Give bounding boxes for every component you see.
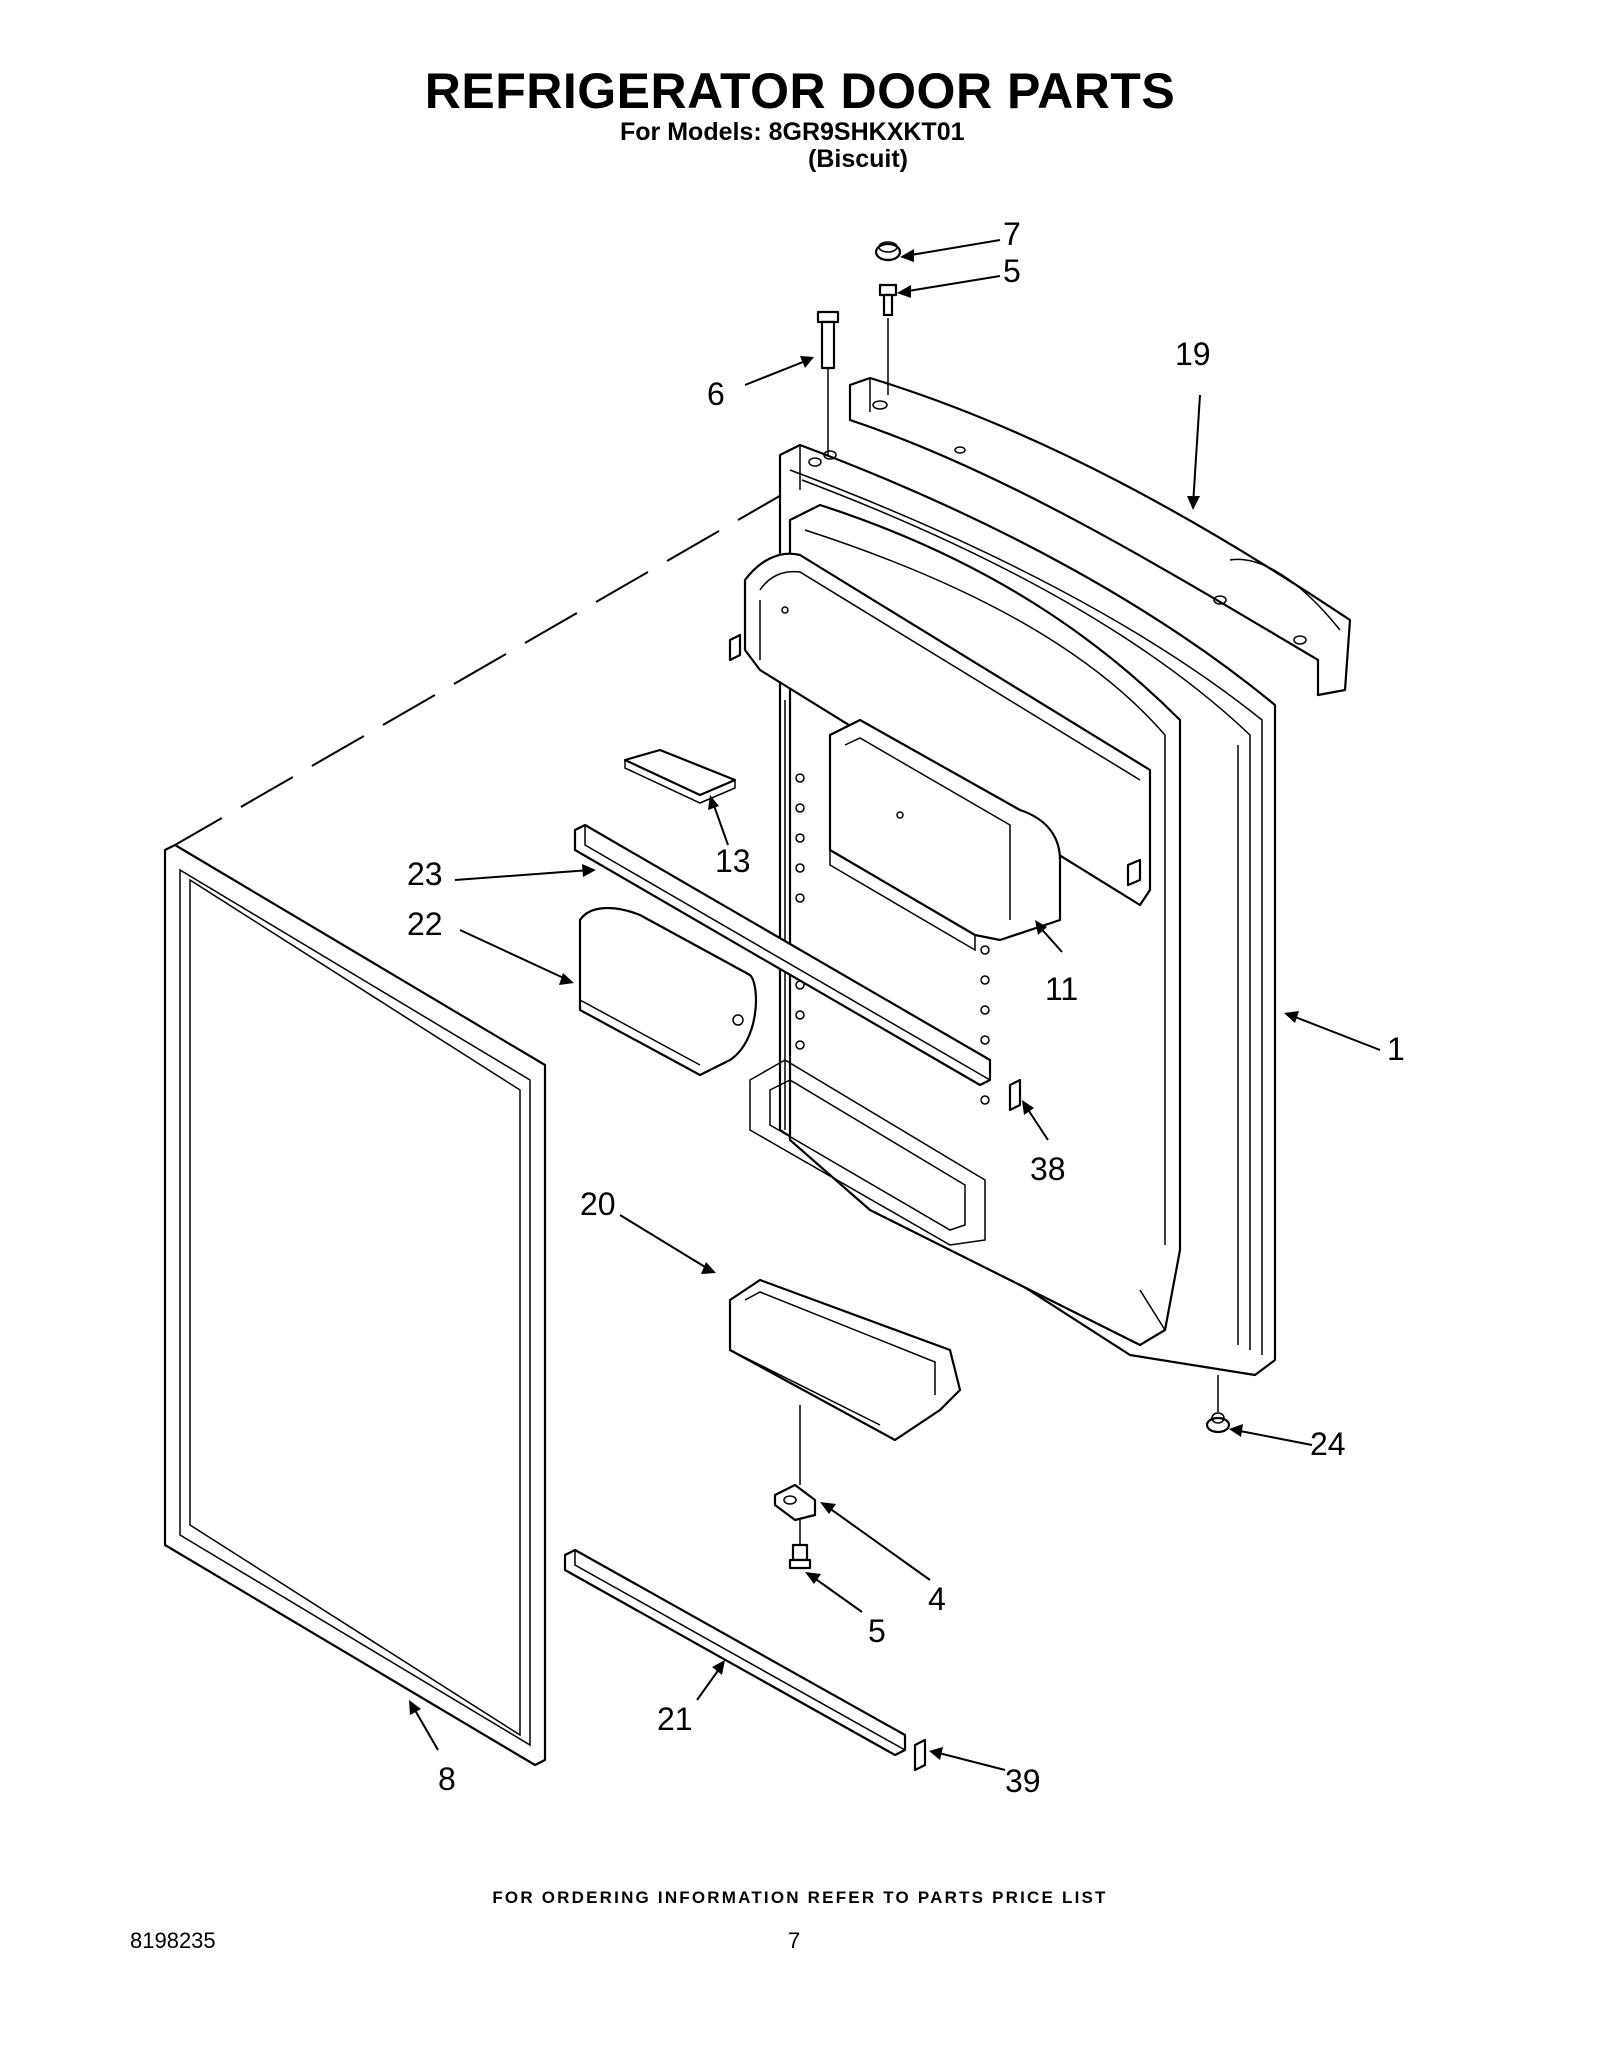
leader-lines bbox=[409, 239, 1381, 1771]
models-line: For Models: 8GR9SHKXKT01 bbox=[620, 118, 965, 146]
callout-20: 20 bbox=[580, 1186, 616, 1222]
page-title: REFRIGERATOR DOOR PARTS bbox=[424, 63, 1176, 119]
callout-22: 22 bbox=[407, 906, 443, 942]
part-small-tray bbox=[623, 748, 737, 804]
part-upper-door-shelf bbox=[728, 552, 1152, 907]
color-line: (Biscuit) bbox=[808, 145, 908, 173]
callout-4: 4 bbox=[928, 1581, 946, 1617]
callout-5-bottom: 5 bbox=[868, 1613, 886, 1649]
document-number: 8198235 bbox=[130, 1928, 216, 1953]
callout-8: 8 bbox=[438, 1761, 456, 1797]
part-clip-38 bbox=[1008, 1078, 1022, 1112]
part-long-shelf-bar bbox=[573, 823, 992, 1087]
ordering-info: FOR ORDERING INFORMATION REFER TO PARTS … bbox=[492, 1888, 1108, 1907]
part-bottom-trim-strip bbox=[563, 1548, 907, 1757]
callout-11: 11 bbox=[1045, 971, 1078, 1007]
callout-23: 23 bbox=[407, 856, 443, 892]
part-clip-39 bbox=[913, 1738, 927, 1772]
part-bottom-bin bbox=[728, 1278, 962, 1442]
callout-38: 38 bbox=[1030, 1151, 1066, 1187]
callout-5-top: 5 bbox=[1003, 253, 1021, 289]
callout-7: 7 bbox=[1003, 216, 1021, 252]
callout-21: 21 bbox=[657, 1701, 693, 1737]
part-top-cap bbox=[848, 376, 1352, 697]
callout-1: 1 bbox=[1387, 1031, 1405, 1067]
part-hinge-pin bbox=[816, 310, 840, 370]
page-number: 7 bbox=[788, 1928, 801, 1953]
part-hinge-screw-bottom bbox=[788, 1543, 812, 1570]
callout-39: 39 bbox=[1005, 1763, 1041, 1799]
part-cylinder-bin bbox=[578, 906, 758, 1077]
part-middle-bin bbox=[828, 718, 1062, 952]
part-bottom-bushing bbox=[1205, 1412, 1231, 1434]
part-hinge-screw-top bbox=[878, 283, 898, 317]
assembly-dashed-line bbox=[174, 489, 791, 846]
part-bottom-hinge bbox=[773, 1483, 817, 1522]
part-hinge-cap bbox=[874, 241, 902, 262]
callout-24: 24 bbox=[1310, 1426, 1346, 1462]
callout-19: 19 bbox=[1175, 336, 1211, 372]
part-door-gasket bbox=[163, 843, 547, 1767]
callout-13: 13 bbox=[715, 843, 751, 879]
callout-6: 6 bbox=[707, 376, 725, 412]
